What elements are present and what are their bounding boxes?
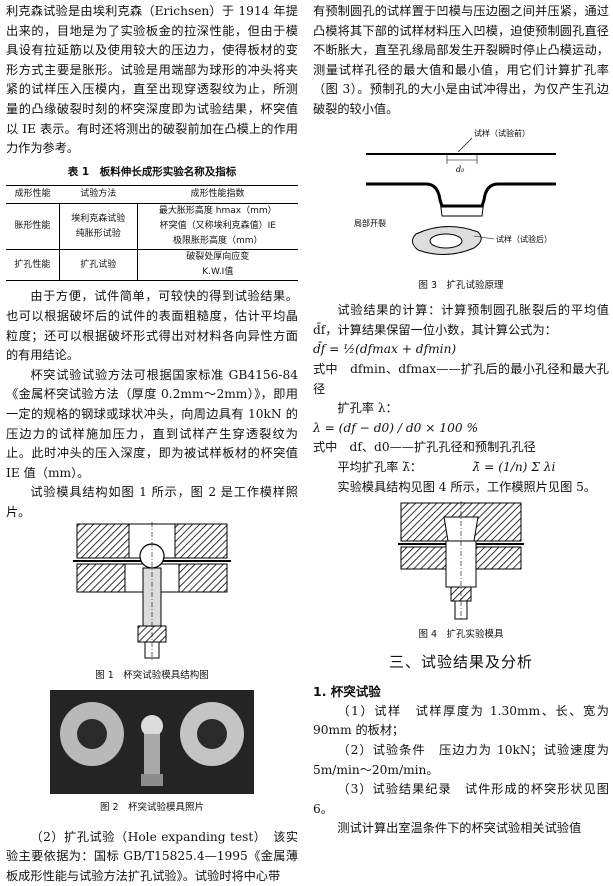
paragraph: 利克森试验是由埃利克森（Erichsen）于 1914 年提出来的，目地是为了实… (6, 4, 298, 156)
paragraph: 平均扩孔率 λ̄： λ̄ = (1/n) Σ λi (313, 458, 609, 478)
figure-caption: 图 4 扩孔实验模具 (418, 629, 504, 641)
table-cell: 胀形性能 (6, 203, 60, 251)
figure-caption: 图 3 扩孔试验原理 (418, 279, 504, 291)
table-header: 试验方法 (59, 185, 138, 205)
equation-mean-diameter: d̄f = ½(dfmax + dfmin) (313, 342, 457, 357)
text: 平均扩孔率 λ̄： (337, 459, 423, 474)
table-cell: K.W.I值 (136, 265, 298, 282)
forming-table: 成形性能 试验方法 成形性能指数 胀形性能 埃利克森试验 纯胀形试验 最大胀形高… (6, 185, 298, 282)
equation-mean-ratio: λ̄ = (1/n) Σ λi (472, 459, 556, 474)
list-item: （3）试验结果纪录 试件形成的杯突形状见图 6。 (313, 782, 609, 816)
hole-expansion-diagram: 试样（试验前） d₀ 局部开裂 试样（试验后） (354, 128, 556, 255)
paragraph: 式中 df、d0——扩孔孔径和预制孔孔径 (313, 440, 536, 455)
table-cell: 破裂处厚向应变 (136, 249, 298, 266)
table-cell: 扩孔性能 (6, 249, 60, 282)
list-item: 测试计算出室温条件下的杯突试验相关试验值 (337, 821, 582, 836)
paragraph: 试验模具结构如图 1 所示，图 2 是工作模样照片。 (6, 485, 298, 519)
table-header: 成形性能指数 (137, 185, 298, 205)
paragraph: 扩孔率 λ： (337, 401, 398, 416)
paragraph: 实验模具结构见图 4 所示，工作模照片见图 5。 (337, 479, 597, 494)
table-header: 成形性能 (6, 185, 60, 205)
figure-caption: 图 1 杯突试验模具结构图 (95, 670, 209, 682)
section-title: 三、试验结果及分析 (388, 652, 533, 671)
table-caption: 表 1 板料伸长成形实验名称及指标 (67, 165, 237, 178)
paragraph: 杯突试验试验方法可根据国家标准 GB4156-84《金属杯突试验方法（厚度 0.… (6, 367, 298, 480)
list-item: （2）试验条件 压边力为 10kN；试验速度为 5m/min～20m/min。 (313, 743, 609, 777)
label-local-crack: 局部开裂 (354, 218, 386, 228)
paragraph: 试验结果的计算：计算预制圆孔胀裂后的平均值 d̄f，计算结果保留一位小数，其计算… (313, 303, 609, 337)
figure-caption: 图 2 杯突试验模具照片 (99, 802, 205, 814)
subsection-title: 1. 杯突试验 (313, 684, 381, 700)
label-sample-after: 试样（试验后） (496, 234, 552, 244)
table-cell: 杯突值（又称埃利克森值）IE (136, 219, 298, 235)
erichsen-die-diagram (73, 522, 231, 663)
hole-expansion-die-diagram (398, 501, 524, 622)
table-cell: 极限胀形高度（mm） (136, 234, 298, 251)
list-item: （1）试样 试样厚度为 1.30mm、长、宽为 90mm 的板材； (313, 703, 609, 738)
paragraph: （2）扩孔试验（Hole expanding test） 该实验主要依据为：国标… (6, 829, 298, 883)
table-cell: 埃利克森试验 纯胀形试验 (58, 203, 138, 251)
label-d0: d₀ (456, 165, 465, 174)
table-cell: 扩孔试验 (58, 249, 138, 282)
equation-expansion-ratio: λ = (df − d0) / d0 × 100 % (313, 420, 479, 435)
paragraph: 式中 dfmin、dfmax——扩孔后的最小孔径和最大孔径 (313, 361, 609, 396)
label-sample-before: 试样（试验前） (474, 128, 530, 138)
die-photo (50, 690, 254, 795)
paragraph: 由于方便，试件简单，可较快的得到试验结果。也可以根据破坏后的试件的表面粗糙度，估… (6, 289, 298, 363)
left-column: 利克森试验是由埃利克森（Erichsen）于 1914 年提出来的，目地是为了实… (6, 2, 298, 886)
right-column: 有预制圆孔的试样置于凹模与压边圈之间并压紧，通过凸模将其下部的试样材料压入凹模，… (313, 2, 609, 839)
table-cell: 最大胀形高度 hmax（mm） (136, 203, 298, 220)
paragraph: 有预制圆孔的试样置于凹模与压边圈之间并压紧，通过凸模将其下部的试样材料压入凹模，… (313, 4, 609, 116)
